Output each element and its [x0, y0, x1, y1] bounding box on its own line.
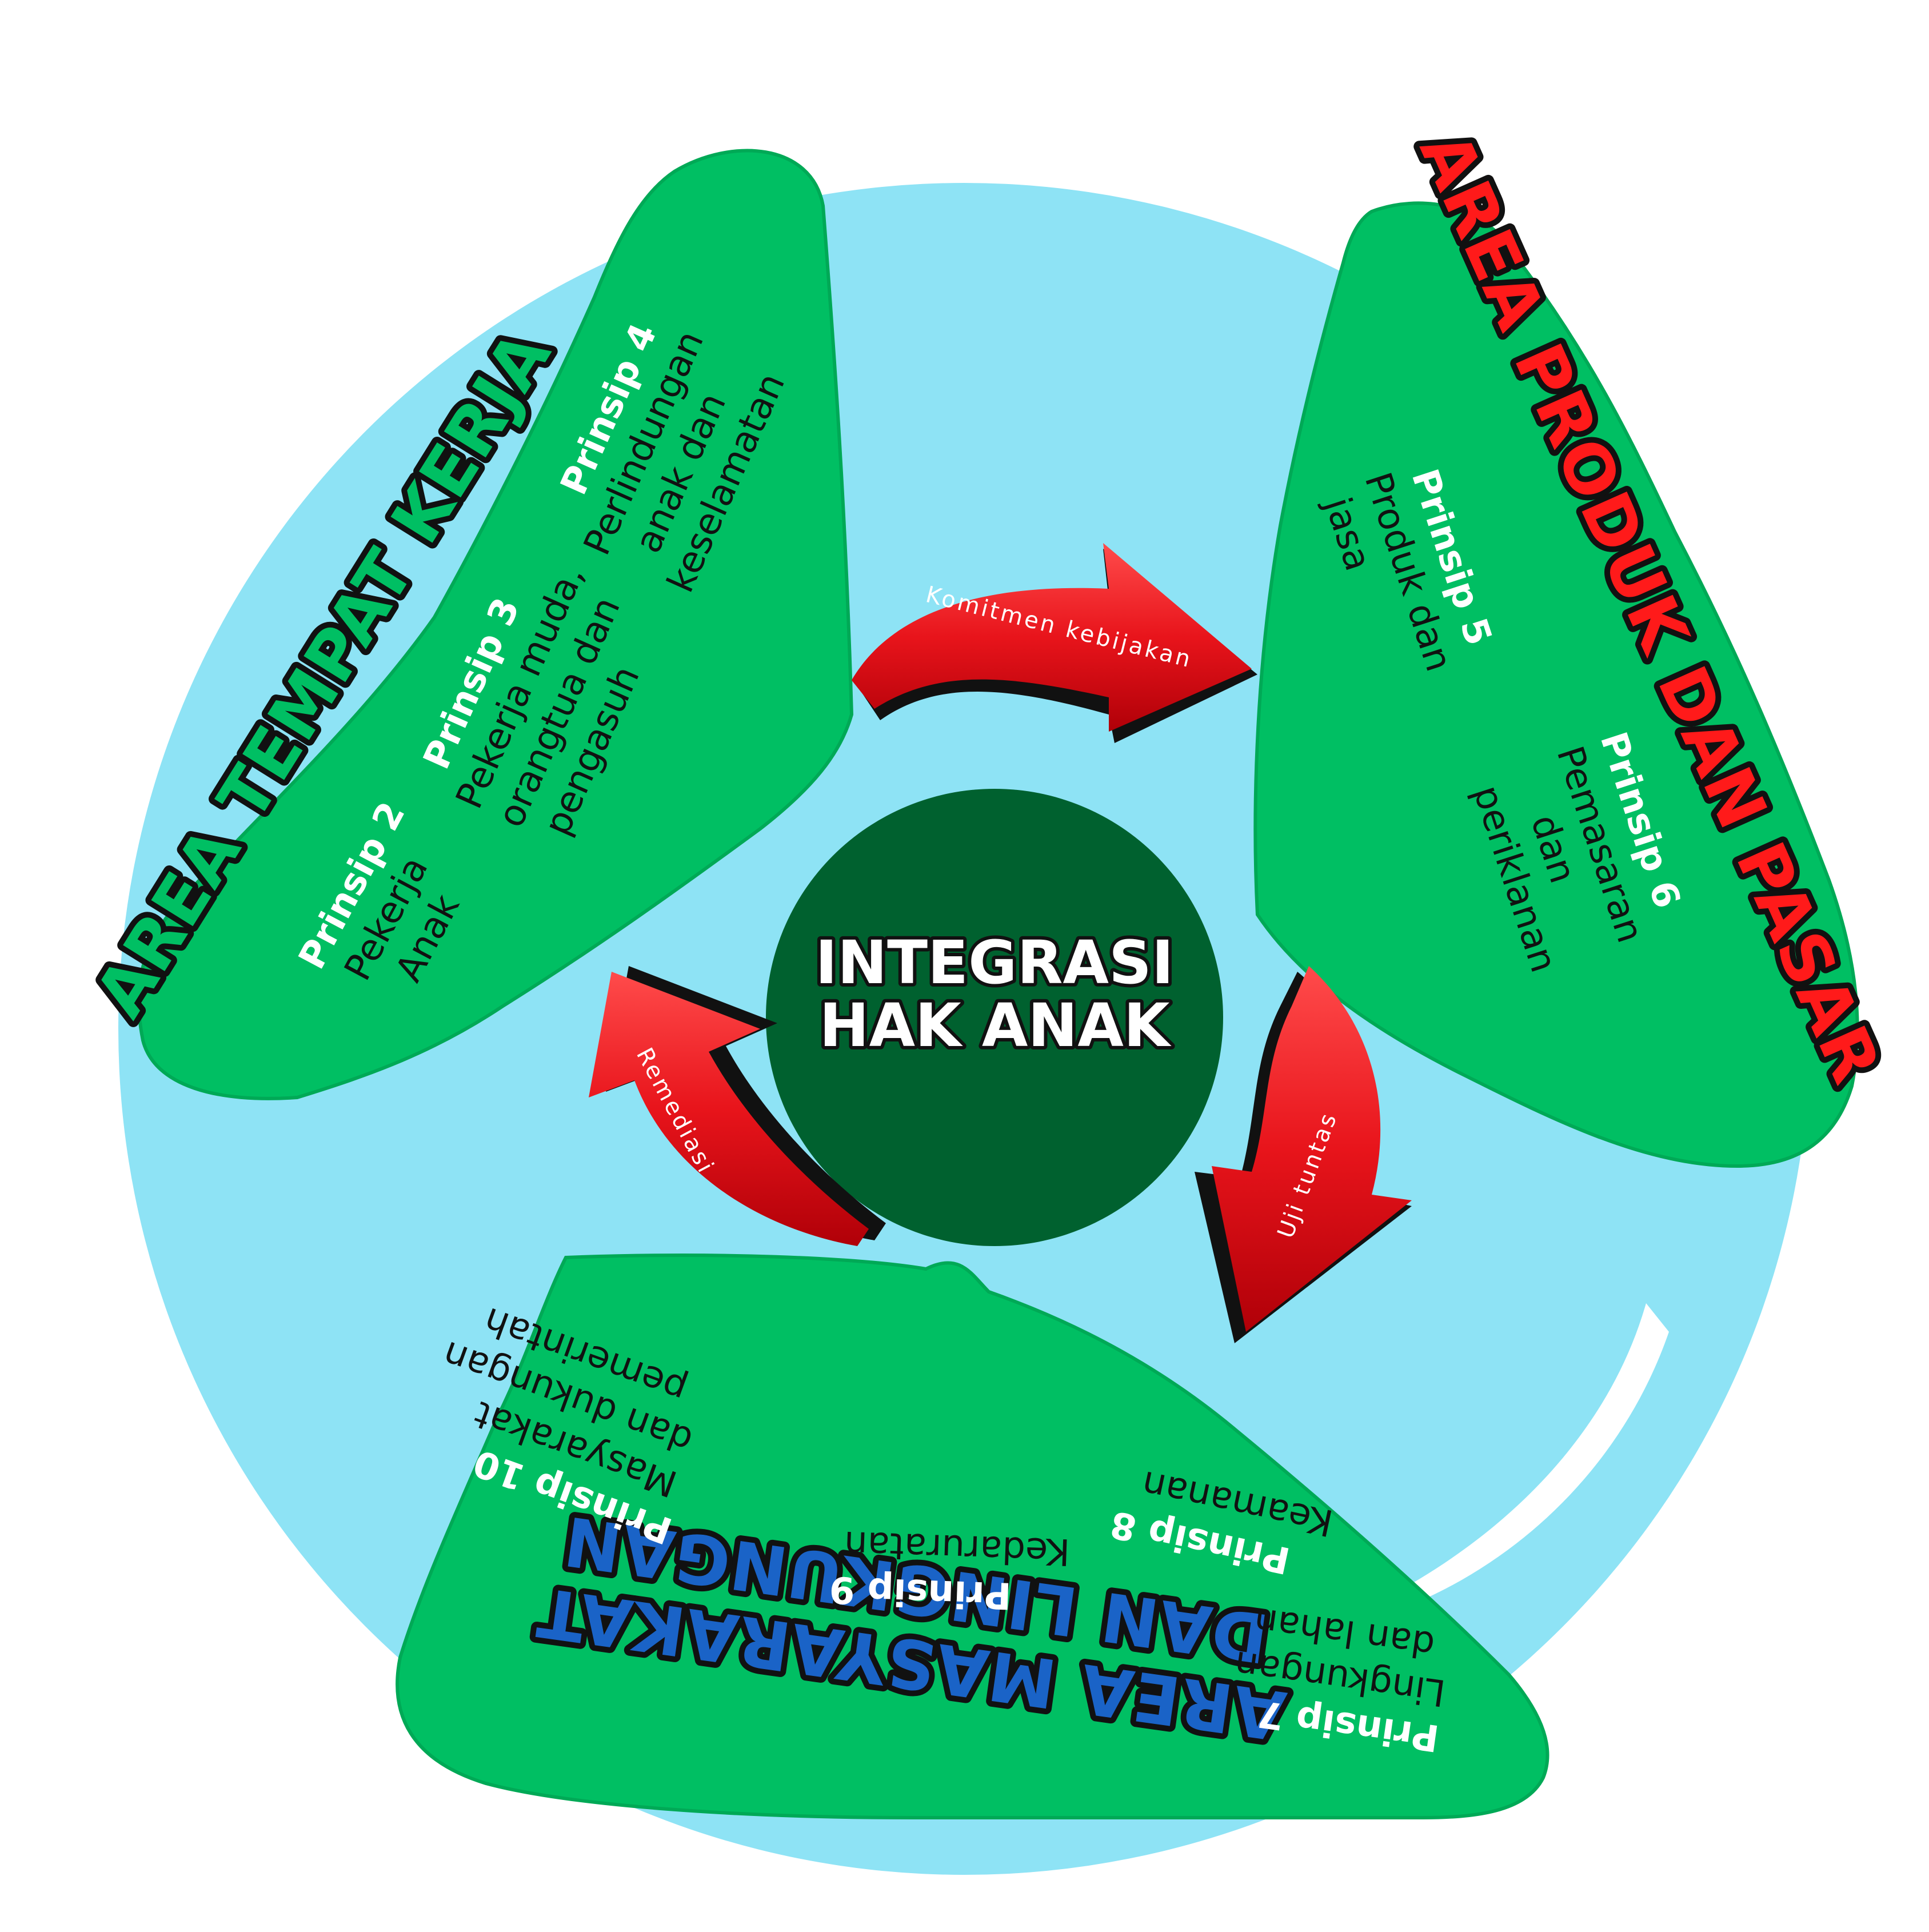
principle-9-line1: Kedaruratan — [844, 1523, 1071, 1573]
arrow-commitment: Komitmen kebijakan — [852, 543, 1257, 743]
center-title-line1: INTEGRASI — [815, 928, 1173, 997]
arrow-due-diligence: Uji tuntas — [1195, 966, 1412, 1343]
arrow-remediation-body — [589, 972, 869, 1246]
zone-community — [396, 1254, 1549, 1820]
center-circle — [766, 789, 1223, 1246]
principle-9-title: Prinsip 9 — [829, 1568, 1012, 1616]
principle-9: Prinsip 9 Kedaruratan — [829, 1523, 1071, 1616]
center-title-line2: HAK ANAK — [820, 991, 1172, 1060]
zone-product — [1253, 201, 1859, 1168]
zone-workplace — [137, 149, 854, 1100]
arrow-commitment-body — [852, 543, 1252, 732]
arrow-due-diligence-body — [1212, 966, 1412, 1332]
